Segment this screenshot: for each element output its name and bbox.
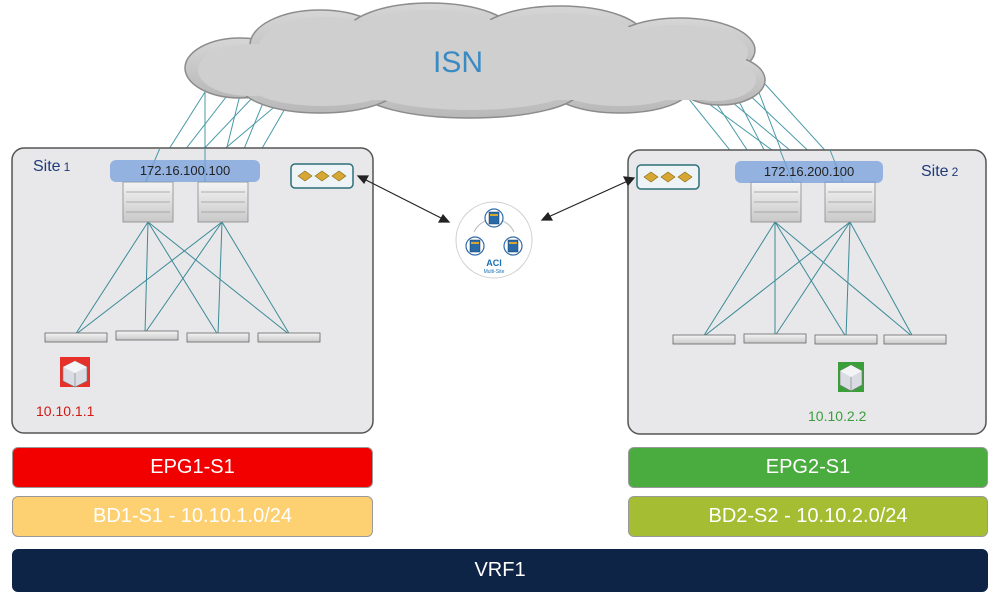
aci-sublabel: Multi-Site — [483, 269, 505, 275]
orchestrator-arrows — [356, 175, 636, 223]
site1-box — [11, 147, 374, 434]
site1-spine-1 — [122, 181, 174, 223]
site1-leaf-1 — [44, 332, 108, 343]
site1-apic-icon — [290, 163, 354, 189]
epg1-bar: EPG1-S1 — [12, 447, 373, 488]
site2-endpoint-ip: 10.10.2.2 — [808, 408, 867, 424]
site2-spine-1 — [750, 181, 802, 223]
site1-endpoint-ip: 10.10.1.1 — [36, 403, 95, 419]
site1-spine-ip: 172.16.100.100 — [110, 160, 260, 182]
isn-label: ISN — [433, 46, 484, 79]
site1-title-text: Site — [33, 158, 61, 175]
site2-leaf-4 — [883, 334, 947, 345]
isn-cloud-fill — [198, 10, 756, 110]
site2-title-number: 2 — [951, 165, 959, 179]
site2-spine-ip: 172.16.200.100 — [735, 161, 883, 183]
site2-apic-icon — [636, 164, 700, 190]
site1-leaf-4 — [257, 332, 321, 343]
site2-leaves — [672, 333, 947, 345]
site2-endpoint-icon — [838, 362, 864, 392]
site1-leaf-2 — [115, 330, 179, 341]
site2-title-text: Site — [921, 163, 949, 180]
bd2-bar: BD2-S2 - 10.10.2.0/24 — [628, 496, 988, 537]
site2-box — [627, 149, 987, 435]
site2-fabric-links — [702, 221, 914, 338]
site2-leaf-3 — [814, 334, 878, 345]
site1-spine-2 — [197, 181, 249, 223]
site1-title-number: 1 — [63, 160, 71, 174]
site2-spine-2 — [824, 181, 876, 223]
site2-leaf-2 — [743, 333, 807, 344]
aci-label: ACI — [486, 258, 502, 268]
bd1-bar: BD1-S1 - 10.10.1.0/24 — [12, 496, 373, 537]
site1-fabric-links — [74, 221, 291, 336]
epg2-bar: EPG2-S1 — [628, 447, 988, 488]
aci-multisite-icon — [455, 201, 533, 279]
site1-leaf-3 — [186, 332, 250, 343]
site1-endpoint-icon — [60, 357, 90, 388]
vrf-bar: VRF1 — [12, 549, 988, 592]
site1-leaves — [44, 330, 321, 343]
site2-leaf-1 — [672, 334, 736, 345]
